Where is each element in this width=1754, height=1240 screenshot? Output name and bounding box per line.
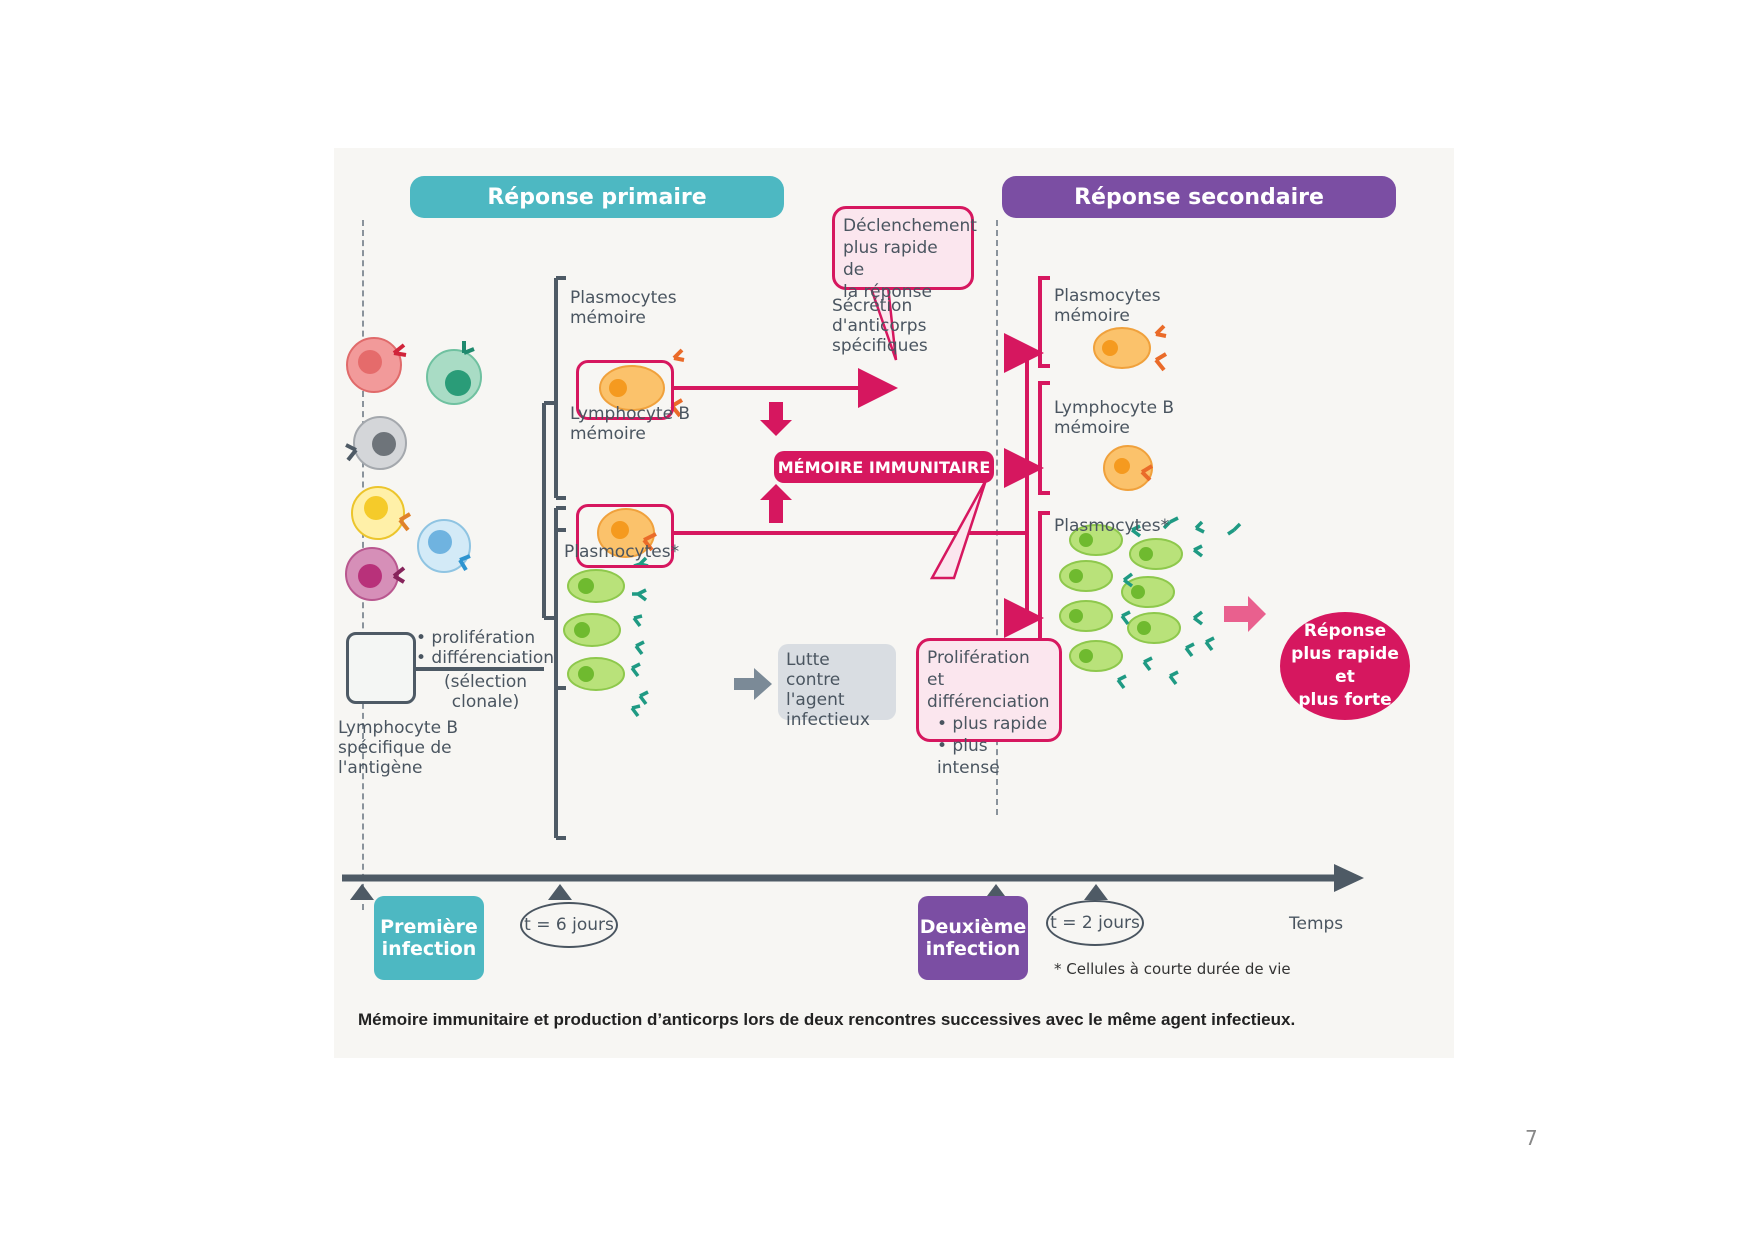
primary-plasmocytes-memoire-label: Plasmocytes mémoire	[570, 288, 677, 328]
label-line: spécifiques	[832, 336, 928, 356]
memory-connectors	[672, 333, 1044, 638]
label-line: Lymphocyte B	[1054, 398, 1175, 418]
lutte-contre-agent-box: Lutte contre l'agent infectieux	[778, 644, 896, 730]
arrow-up-to-memory	[760, 484, 792, 523]
time-axis-arrowhead	[1334, 864, 1364, 892]
footnote: * Cellules à courte durée de vie	[1054, 960, 1291, 978]
selection-text-line2: clonale)	[451, 692, 520, 712]
label-line: Prolifération et	[927, 648, 1030, 690]
primary-response-header: Réponse primaire	[410, 176, 784, 218]
label-line: Réponse	[1303, 621, 1387, 641]
arrow-down-to-memory	[760, 402, 792, 436]
secondary-response-header: Réponse secondaire	[1002, 176, 1396, 218]
t6-marker	[548, 884, 572, 900]
selected-lymphocyte-box	[346, 632, 416, 704]
label-line: Sécrétion	[832, 296, 913, 316]
selection-label: (sélection clonale)	[444, 672, 527, 712]
label-line: différenciation	[927, 692, 1050, 712]
label-line: mémoire	[570, 308, 646, 328]
primary-lymphocyte-memoire-box	[576, 504, 674, 568]
label-line: l'agent	[786, 690, 845, 710]
naive-lymphocyte-magenta	[345, 547, 406, 601]
label-line: infection	[381, 938, 477, 960]
label-line: • plus intense	[937, 736, 1000, 778]
naive-lymphocyte-grey	[345, 416, 407, 470]
reponse-plus-rapide-badge: Réponse plus rapide et plus forte	[1280, 612, 1410, 720]
primary-plasmocyte-memoire-box	[576, 360, 674, 420]
primary-plasmocytes-group	[563, 556, 649, 718]
secondary-timeline-dashed-line	[996, 220, 998, 815]
label-line: Lymphocyte B	[338, 718, 459, 738]
selection-text-line1: (sélection	[444, 672, 528, 692]
label-line: plus forte	[1298, 690, 1392, 710]
naive-lymphocyte-red	[346, 337, 407, 393]
naive-lymphocyte-blue	[417, 519, 471, 573]
label-line: la réponse	[843, 282, 932, 302]
t2-marker	[1084, 884, 1108, 900]
lutte-arrow	[734, 668, 772, 700]
secondary-plasmocytes-cluster	[1059, 516, 1242, 690]
proliferation-callout: Prolifération et différenciation • plus …	[916, 638, 1062, 778]
second-infection-badge: Deuxième infection	[918, 896, 1028, 980]
process-label: • prolifération • différenciation	[416, 628, 554, 668]
naive-lymphocyte-label: Lymphocyte B spécifique de l'antigène	[338, 718, 458, 778]
proliferation-text: • prolifération	[416, 628, 536, 648]
label-line: Déclenchement	[843, 216, 977, 236]
secondary-memory-lymphocyte-cell	[1103, 445, 1154, 491]
differenciation-text: • différenciation	[416, 648, 555, 668]
secretion-label: Sécrétion d'anticorps spécifiques	[832, 296, 928, 356]
primary-branch-connectors	[412, 276, 566, 840]
label-line: Plasmocytes	[570, 288, 677, 308]
label-line: infection	[925, 938, 1021, 960]
label-line: Lutte contre	[786, 650, 841, 690]
secondary-response-title: Réponse secondaire	[1074, 184, 1324, 210]
secondary-plasmocytes-memoire-label: Plasmocytes mémoire	[1054, 286, 1161, 326]
label-line: plus rapide et	[1291, 644, 1399, 687]
label-line: • plus rapide	[937, 714, 1048, 734]
label-line: infectieux	[786, 710, 870, 730]
primary-lymphocyte-memoire-label: Lymphocyte B mémoire	[570, 404, 690, 444]
proliferation-callout-tail	[929, 479, 988, 580]
primary-response-title: Réponse primaire	[487, 184, 707, 210]
label-line: spécifique de	[338, 738, 452, 758]
secondary-lymphocyte-memoire-label: Lymphocyte B mémoire	[1054, 398, 1174, 438]
primary-plasmocytes-label: Plasmocytes*	[564, 542, 680, 562]
label-line: d'anticorps	[832, 316, 927, 336]
label-line: plus rapide de	[843, 238, 938, 280]
first-infection-marker	[350, 884, 374, 900]
label-line: l'antigène	[338, 758, 423, 778]
label-line: mémoire	[1054, 306, 1130, 326]
page-number: 7	[1525, 1126, 1538, 1150]
declenchement-callout: Déclenchement plus rapide de la réponse	[832, 206, 977, 302]
diagram-figure: Réponse primaire Réponse secondaire	[334, 148, 1454, 1058]
secondary-plasmocytes-label: Plasmocytes*	[1054, 516, 1170, 536]
time-axis-label: Temps	[1289, 914, 1344, 934]
t-secondary-ellipse: t = 2 jours	[1046, 900, 1144, 946]
label-line: Plasmocytes	[1054, 286, 1161, 306]
primary-memory-lymphocyte-cell	[597, 508, 657, 558]
label-line: mémoire	[1054, 418, 1130, 438]
label-line: Première	[380, 916, 478, 938]
label-line: mémoire	[570, 424, 646, 444]
t-primary-ellipse: t = 6 jours	[520, 902, 618, 948]
first-infection-badge: Première infection	[374, 896, 484, 980]
figure-caption: Mémoire immunitaire et production d’anti…	[358, 1010, 1296, 1029]
reponse-arrow	[1224, 596, 1266, 632]
label-line: Lymphocyte B	[570, 404, 691, 424]
naive-lymphocyte-green	[426, 341, 482, 405]
diagram-graphics	[342, 266, 1364, 900]
memoire-immunitaire-badge: MÉMOIRE IMMUNITAIRE	[774, 451, 994, 483]
secondary-memory-plasmocyte-cell	[1093, 324, 1168, 372]
label-line: Deuxième	[919, 916, 1027, 938]
naive-lymphocyte-yellow	[351, 486, 412, 540]
